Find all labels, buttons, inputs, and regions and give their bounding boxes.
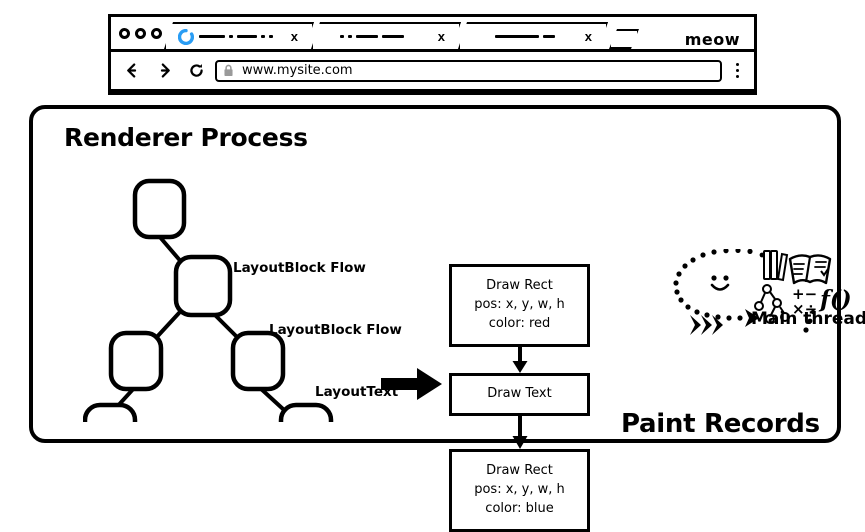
tab-list: x x x meow: [164, 17, 754, 49]
bubble-tail-arrow-icon: [745, 309, 759, 327]
browser-tab-1[interactable]: x: [164, 22, 314, 49]
address-bar[interactable]: www.mysite.com: [215, 59, 722, 82]
pencils-icon: [763, 250, 789, 282]
svg-text:×÷: ×÷: [792, 300, 817, 318]
main-thread-label: Main thread: [751, 309, 865, 329]
paint-record-connector-2: [512, 416, 528, 450]
browser-brand-label: meow: [684, 30, 740, 49]
tab-title-placeholder-1: [199, 24, 291, 49]
menu-dot: [735, 75, 739, 78]
renderer-process-panel: Renderer Process LayoutBlock Flow Layout…: [29, 105, 865, 532]
svg-text:f(): f(): [818, 286, 852, 313]
main-thread-illustration: +− ×÷ f(): [670, 247, 860, 339]
open-book-icon: [788, 254, 832, 285]
browser-tab-2[interactable]: x: [311, 22, 461, 49]
paint-record-pos-3: pos: x, y, w, h: [474, 482, 565, 498]
layout-tree-diagram: LayoutBlock Flow LayoutBlock Flow Layout…: [83, 167, 403, 422]
tree-label-layoutblock-flow-2: LayoutBlock Flow: [269, 322, 402, 338]
paint-record-box-2: Draw Text: [449, 373, 590, 416]
function-icon: f(): [818, 286, 852, 313]
math-operators-icon: +− ×÷: [792, 285, 817, 318]
paint-record-box-1: Draw Rect pos: x, y, w, h color: red: [449, 264, 590, 347]
tab-close-button-3[interactable]: x: [584, 29, 592, 44]
tab-title-placeholder-3: [465, 24, 585, 49]
menu-dot: [735, 63, 739, 66]
arrow-right-thick-icon: [381, 367, 443, 401]
kebab-menu-icon[interactable]: [726, 63, 748, 78]
window-control-minimize[interactable]: [135, 27, 146, 39]
arrow-right-icon[interactable]: [153, 60, 175, 82]
tree-node-root: [132, 178, 187, 240]
paint-records-heading: Paint Records: [621, 409, 820, 439]
menu-dot: [735, 69, 739, 72]
tree-label-layoutblock-flow-1: LayoutBlock Flow: [233, 260, 366, 276]
paint-record-color-1: color: red: [488, 315, 551, 331]
browser-toolbar: www.mysite.com: [111, 52, 754, 92]
window-control-maximize[interactable]: [151, 27, 162, 39]
paint-record-title-2: Draw Text: [487, 386, 552, 402]
browser-tab-3[interactable]: x: [458, 22, 608, 49]
tab-close-button-1[interactable]: x: [290, 29, 298, 44]
tree-label-layouttext: LayoutText: [315, 384, 399, 400]
reload-icon[interactable]: [185, 60, 207, 82]
lock-icon: [223, 64, 234, 77]
paint-record-color-3: color: blue: [485, 500, 554, 516]
paint-record-box-3: Draw Rect pos: x, y, w, h color: blue: [449, 449, 590, 532]
renderer-process-title: Renderer Process: [64, 123, 308, 152]
tree-node-block-3: [230, 330, 286, 392]
svg-text:+−: +−: [792, 285, 817, 303]
arrow-left-icon[interactable]: [121, 60, 143, 82]
paint-record-title-1: Draw Rect: [486, 278, 553, 294]
window-controls: [111, 27, 162, 39]
url-text: www.mysite.com: [242, 63, 353, 78]
paint-record-title-3: Draw Rect: [486, 463, 553, 479]
tree-node-block-2: [108, 330, 164, 392]
tree-node-text-1: [83, 402, 138, 422]
browser-window: x x x meow: [108, 14, 757, 95]
loading-spinner-icon: [178, 29, 194, 45]
paint-record-connector-1: [512, 347, 528, 374]
tab-close-button-2[interactable]: x: [437, 29, 445, 44]
window-control-close[interactable]: [119, 27, 130, 39]
tab-title-placeholder-2: [318, 24, 438, 49]
smiley-face-icon: [673, 247, 776, 321]
tab-strip: x x x meow: [111, 17, 754, 52]
paint-record-pos-1: pos: x, y, w, h: [474, 297, 565, 313]
chevrons-right-icon: [690, 315, 723, 335]
tree-node-text-2: [278, 402, 334, 422]
new-tab-button[interactable]: [609, 29, 639, 49]
node-tree-icon: [754, 284, 790, 324]
tree-node-block-1: [173, 254, 233, 318]
